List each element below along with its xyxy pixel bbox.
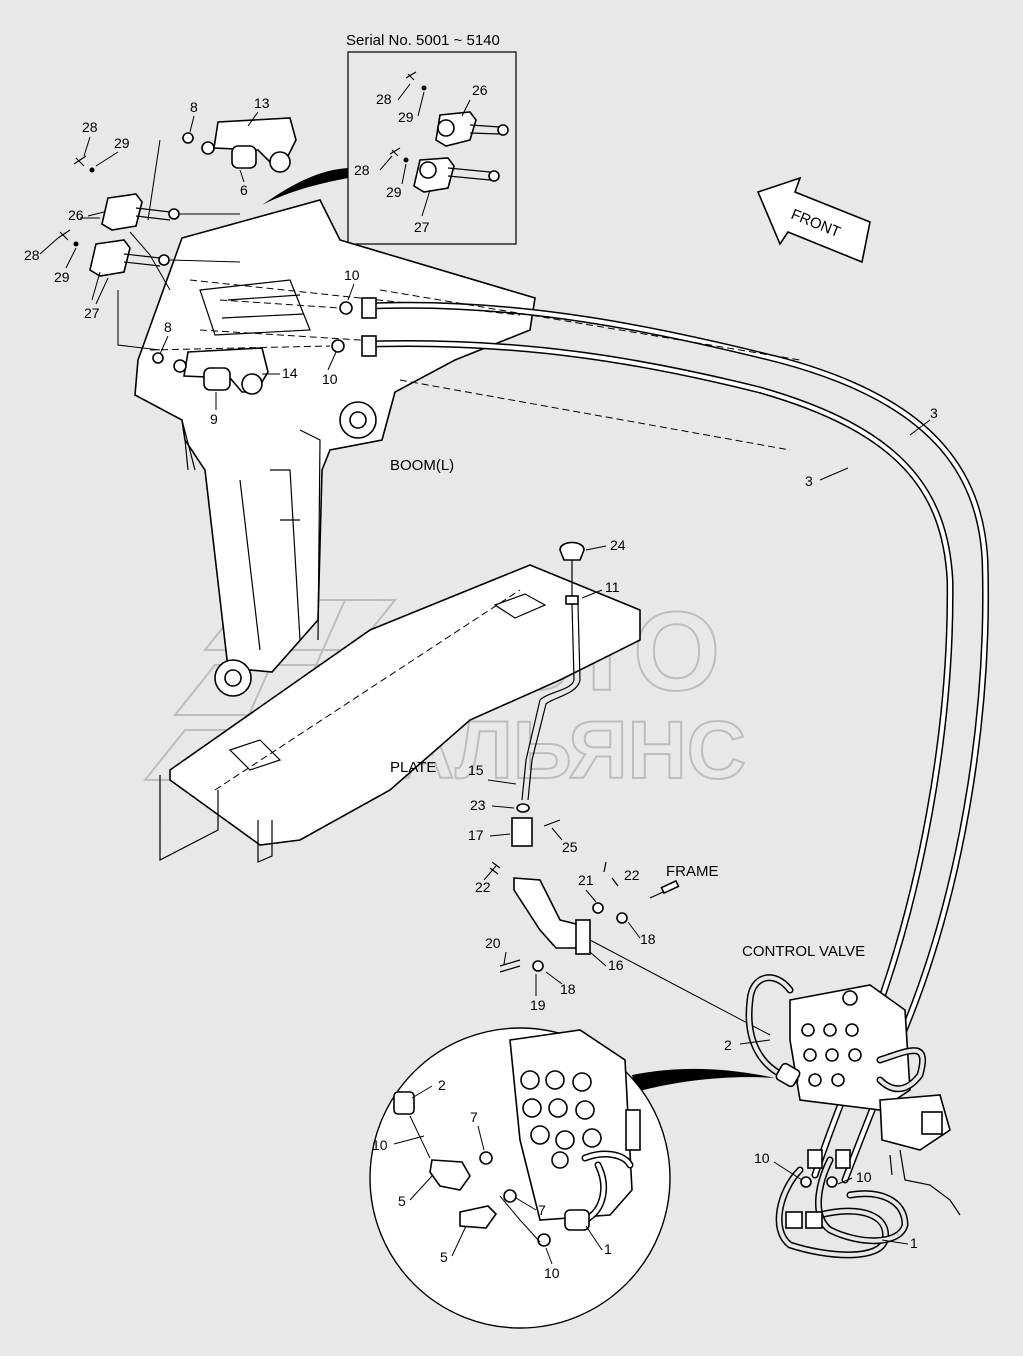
callout-3a: 3 [930, 405, 938, 421]
callout-15: 15 [468, 762, 484, 778]
caption-frame: FRAME [666, 863, 719, 880]
control-valve: CONTROL VALVE [742, 943, 961, 1259]
callout-17: 17 [468, 827, 484, 843]
detail-callouts: 2 10 7 5 7 5 1 10 [372, 1077, 612, 1281]
callout-detail-2: 2 [438, 1077, 446, 1093]
callout-25: 25 [562, 839, 578, 855]
control-valve-callouts: 2 10 10 1 [724, 1037, 918, 1251]
inset-pointer-arrow [262, 168, 348, 205]
callout-14: 14 [282, 365, 298, 381]
callout-inset-29b: 29 [386, 184, 402, 200]
callout-6: 6 [240, 182, 248, 198]
callout-detail-1: 1 [604, 1241, 612, 1257]
callout-19: 19 [530, 997, 546, 1013]
boom: BOOM(L) [134, 199, 536, 697]
callout-10a: 10 [344, 267, 360, 283]
pipe-26 [101, 193, 143, 231]
inset-serial-label: Serial No. 5001 ~ 5140 [346, 32, 500, 49]
bracket-16 [575, 919, 591, 955]
callout-26: 26 [68, 207, 84, 223]
callout-18a: 18 [640, 931, 656, 947]
callout-24: 24 [610, 537, 626, 553]
callout-8b: 8 [164, 319, 172, 335]
callout-2: 2 [724, 1037, 732, 1053]
callout-detail-7b: 7 [538, 1202, 546, 1218]
callout-22a: 22 [624, 867, 640, 883]
throttle-callouts: 24 11 15 23 17 25 22 21 22 18 20 16 18 1… [468, 537, 656, 1013]
connector-9 [203, 367, 231, 391]
caption-boom: BOOM(L) [390, 457, 454, 474]
detail-pointer-arrow [632, 1068, 775, 1092]
callout-29a: 29 [114, 135, 130, 151]
caption-plate: PLATE [390, 759, 436, 776]
callout-detail-5a: 5 [398, 1193, 406, 1209]
callout-inset-28a: 28 [376, 91, 392, 107]
detail-view [369, 1027, 671, 1329]
callout-detail-10a: 10 [372, 1137, 388, 1153]
callout-11: 11 [605, 579, 620, 595]
hose-3-callouts: 3 3 [805, 405, 938, 489]
callout-detail-5b: 5 [440, 1249, 448, 1265]
block-17 [511, 817, 533, 847]
callout-10c: 10 [754, 1150, 770, 1166]
left-callouts: 8 13 28 29 6 26 28 29 27 10 8 10 14 9 [24, 95, 360, 427]
caption-control-valve: CONTROL VALVE [742, 943, 865, 960]
callout-inset-29a: 29 [398, 109, 414, 125]
callout-1: 1 [910, 1235, 918, 1251]
upper-fittings [57, 117, 297, 351]
callout-inset-27: 27 [414, 219, 430, 235]
callout-20: 20 [485, 935, 501, 951]
callout-18b: 18 [560, 981, 576, 997]
callout-9: 9 [210, 411, 218, 427]
callout-13: 13 [254, 95, 270, 111]
callout-28b: 28 [24, 247, 40, 263]
callout-22b: 22 [475, 879, 491, 895]
plate: PLATE [159, 564, 641, 863]
pipe-27 [89, 239, 131, 277]
callout-27: 27 [84, 305, 100, 321]
callout-16: 16 [608, 957, 624, 973]
callout-inset-28b: 28 [354, 162, 370, 178]
front-arrow: FRONT [756, 176, 871, 264]
callout-detail-7a: 7 [470, 1109, 478, 1125]
callout-detail-10b: 10 [544, 1265, 560, 1281]
throttle-rod-assembly: FRAME [489, 541, 771, 1036]
connector-6 [231, 145, 257, 169]
detail-part-2 [393, 1091, 415, 1115]
callout-21: 21 [578, 872, 594, 888]
callout-8a: 8 [190, 99, 198, 115]
lower-fittings [149, 299, 353, 395]
callout-10b: 10 [322, 371, 338, 387]
callout-10d: 10 [856, 1169, 872, 1185]
callout-29b: 29 [54, 269, 70, 285]
callout-23: 23 [470, 797, 486, 813]
callout-3b: 3 [805, 473, 813, 489]
callout-28a: 28 [82, 119, 98, 135]
callout-inset-26: 26 [472, 82, 488, 98]
serial-inset: Serial No. 5001 ~ 5140 28 29 26 28 29 27 [346, 32, 517, 245]
